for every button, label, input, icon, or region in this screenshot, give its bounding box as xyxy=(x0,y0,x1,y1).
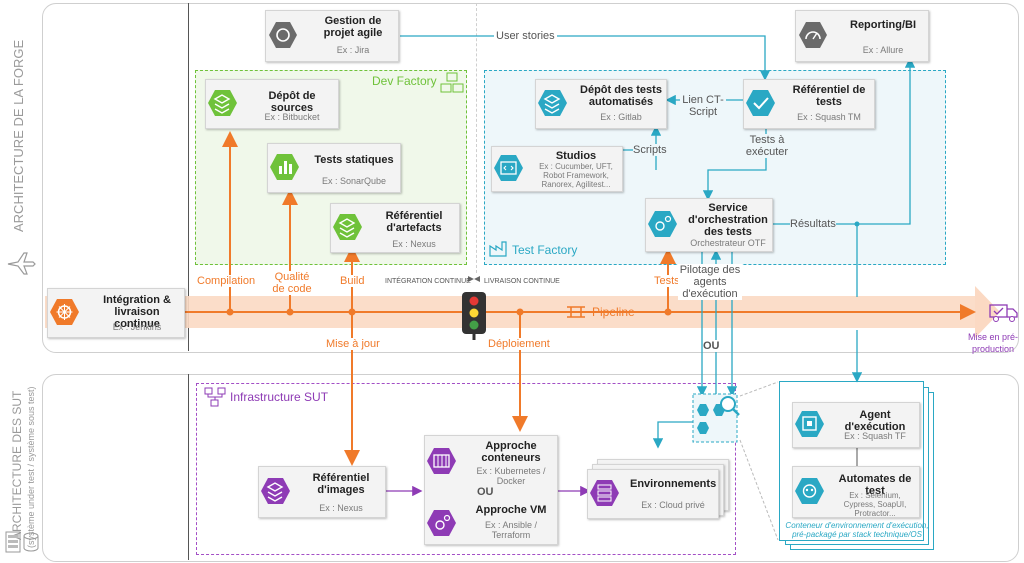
vm-sub: Ex : Ansible / Terraform xyxy=(484,520,538,540)
compilation-label: Compilation xyxy=(197,275,256,287)
agent-sub: Ex : Squash TF xyxy=(844,431,906,441)
integration-card[interactable]: Intégration & livraison continue Ex : Je… xyxy=(47,288,185,338)
user-stories-label: User stories xyxy=(494,30,557,42)
pipeline-icon xyxy=(566,303,586,326)
conteneurs-sub: Ex : Kubernetes / Docker xyxy=(476,466,546,486)
integration-continue-label: INTÉGRATION CONTINUE xyxy=(385,278,471,285)
plane-icon xyxy=(6,250,36,281)
depot-tests-card[interactable]: Dépôt des tests automatisés Ex : Gitlab xyxy=(535,79,667,129)
mise-a-jour-label: Mise à jour xyxy=(326,338,380,350)
environnements-title: Environnements xyxy=(630,478,717,490)
environnements-card[interactable]: Environnements Ex : Cloud privé xyxy=(587,469,719,519)
environnements-sub: Ex : Cloud privé xyxy=(641,500,705,510)
lien-ct-label: Lien CT-Script xyxy=(680,94,726,118)
orchestration-sub: Orchestrateur OTF xyxy=(690,238,766,248)
scripts-label: Scripts xyxy=(633,144,667,156)
tests-statiques-sub: Ex : SonarQube xyxy=(321,176,387,186)
infra-sut-zone xyxy=(196,383,736,555)
vm-title: Approche VM xyxy=(475,504,547,516)
gestion-title: Gestion de projet agile xyxy=(323,15,383,39)
build-label: Build xyxy=(340,275,365,287)
tests-statiques-title: Tests statiques xyxy=(314,154,394,166)
automates-title: Automates de test xyxy=(838,473,912,497)
server-icon xyxy=(4,528,40,559)
tests-statiques-card[interactable]: Tests statiques Ex : SonarQube xyxy=(267,143,401,193)
pipeline-label: Pipeline xyxy=(592,305,635,319)
depot-sources-card[interactable]: Dépôt de sources Ex : Bitbucket xyxy=(205,79,339,129)
orchestration-card[interactable]: Service d'orchestration des tests Orches… xyxy=(645,198,773,252)
test-factory-label: Test Factory xyxy=(512,243,578,257)
integration-sub: Ex : Jenkins xyxy=(112,322,162,332)
orchestration-title: Service d'orchestration des tests xyxy=(688,202,768,238)
ou-label-approches: OU xyxy=(477,486,494,498)
reporting-card[interactable]: Reporting/BI Ex : Allure xyxy=(795,10,929,62)
ref-tests-card[interactable]: Référentiel de tests Ex : Squash TM xyxy=(743,79,875,129)
dev-factory-label: Dev Factory xyxy=(372,74,437,88)
ref-images-sub: Ex : Nexus xyxy=(319,503,363,513)
ref-images-title: Référentiel d'images xyxy=(312,472,370,496)
automates-sub: Ex : Selenium, Cypress, SoapUI, Protract… xyxy=(843,491,907,518)
livraison-continue-label: LIVRAISON CONTINUE xyxy=(484,278,560,285)
ref-images-card[interactable]: Référentiel d'images Ex : Nexus xyxy=(258,466,386,518)
mise-prod-label: Mise en pré-production xyxy=(967,332,1019,354)
agent-title: Agent d'exécution xyxy=(844,409,906,433)
ref-artefacts-card[interactable]: Référentiel d'artefacts Ex : Nexus xyxy=(330,203,460,253)
conteneurs-title: Approche conteneurs xyxy=(481,440,541,464)
studios-title: Studios xyxy=(555,150,597,162)
ref-artefacts-title: Référentiel d'artefacts xyxy=(385,210,443,234)
depot-sources-sub: Ex : Bitbucket xyxy=(264,112,320,122)
gestion-sub: Ex : Jira xyxy=(336,45,370,55)
gestion-card[interactable]: Gestion de projet agile Ex : Jira xyxy=(265,10,399,62)
studios-sub: Ex : Cucumber, UFT, Robot Framework, Ran… xyxy=(539,162,613,189)
studios-card[interactable]: Studios Ex : Cucumber, UFT, Robot Framew… xyxy=(491,146,623,192)
tests-label: Tests xyxy=(654,275,680,287)
ref-artefacts-sub: Ex : Nexus xyxy=(392,239,436,249)
automates-card[interactable]: Automates de test Ex : Selenium, Cypress… xyxy=(792,466,920,518)
depot-tests-title: Dépôt des tests automatisés xyxy=(580,84,662,108)
ou-label-pilotage: OU xyxy=(703,340,720,352)
resultats-label: Résultats xyxy=(790,218,836,230)
center-divider xyxy=(476,3,477,273)
reporting-sub: Ex : Allure xyxy=(862,45,904,55)
integration-title: Intégration & livraison continue xyxy=(103,294,171,330)
deploiement-label: Déploiement xyxy=(488,338,550,350)
depot-tests-sub: Ex : Gitlab xyxy=(600,112,642,122)
network-icon xyxy=(204,387,226,412)
ref-tests-sub: Ex : Squash TM xyxy=(797,112,861,122)
factory-icon xyxy=(488,238,510,263)
tests-a-executer-label: Tests à exécuter xyxy=(745,134,789,158)
reporting-title: Reporting/BI xyxy=(850,19,916,31)
depot-sources-title: Dépôt de sources xyxy=(268,90,316,114)
infra-sut-label: Infrastructure SUT xyxy=(230,390,329,404)
agent-card[interactable]: Agent d'exécution Ex : Squash TF xyxy=(792,402,920,448)
forge-divider xyxy=(188,3,189,351)
ref-tests-title: Référentiel de tests xyxy=(792,84,866,108)
sut-divider xyxy=(188,374,189,560)
boxes-icon xyxy=(440,72,464,99)
qualite-label: Qualité de code xyxy=(268,271,316,295)
approches-card[interactable]: Approche conteneurs Ex : Kubernetes / Do… xyxy=(424,435,558,545)
pilotage-label: Pilotage des agents d'exécution xyxy=(678,264,742,300)
conteneur-caption: Conteneur d'environnement d'exécution, p… xyxy=(785,521,929,539)
delivery-truck-icon xyxy=(988,300,1020,329)
